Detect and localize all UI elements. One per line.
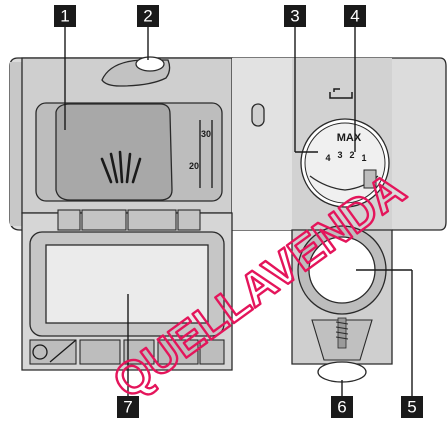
- svg-text:2: 2: [143, 7, 152, 26]
- rinse-aid-digit-2: 2: [349, 150, 354, 160]
- svg-text:4: 4: [350, 7, 359, 26]
- salt-window: [45, 244, 209, 324]
- rinse-aid-dial-slot: [363, 169, 377, 189]
- callout-5: 5: [401, 396, 423, 418]
- detergent-fill-icon: [100, 150, 142, 184]
- callout-3: 3: [284, 5, 306, 27]
- rinse-aid-cap[interactable]: [317, 361, 367, 383]
- center-slot: [251, 103, 265, 127]
- callout-2: 2: [137, 5, 159, 27]
- svg-text:3: 3: [290, 7, 299, 26]
- flap-bottom-segments: [29, 339, 225, 365]
- rinse-aid-digit-4: 4: [325, 153, 330, 163]
- rinse-aid-cap-symbol: [329, 88, 353, 99]
- svg-text:1: 1: [60, 7, 69, 26]
- housing-left-bevel: [10, 62, 22, 226]
- callout-7: 7: [117, 396, 139, 418]
- callout-1: 1: [54, 5, 76, 27]
- detergent-cup: [55, 103, 173, 201]
- svg-text:7: 7: [123, 398, 132, 417]
- callout-4: 4: [344, 5, 366, 27]
- flap-corner-circle: [32, 344, 48, 360]
- callout-6: 6: [331, 396, 353, 418]
- detergent-scale-30: 30: [201, 129, 211, 139]
- svg-text:5: 5: [407, 398, 416, 417]
- flap-corner-slash: [49, 339, 77, 363]
- lid-latch-button[interactable]: [135, 56, 165, 72]
- rinse-aid-digit-1: 1: [361, 153, 366, 163]
- rinse-aid-max-label: MAX: [337, 132, 362, 144]
- flap-ribs: [57, 209, 201, 231]
- center-panel: [232, 58, 292, 230]
- rinse-aid-digit-3: 3: [337, 150, 342, 160]
- spring-coils: [335, 321, 349, 340]
- svg-text:6: 6: [337, 398, 346, 417]
- detergent-scale-20: 20: [189, 161, 199, 171]
